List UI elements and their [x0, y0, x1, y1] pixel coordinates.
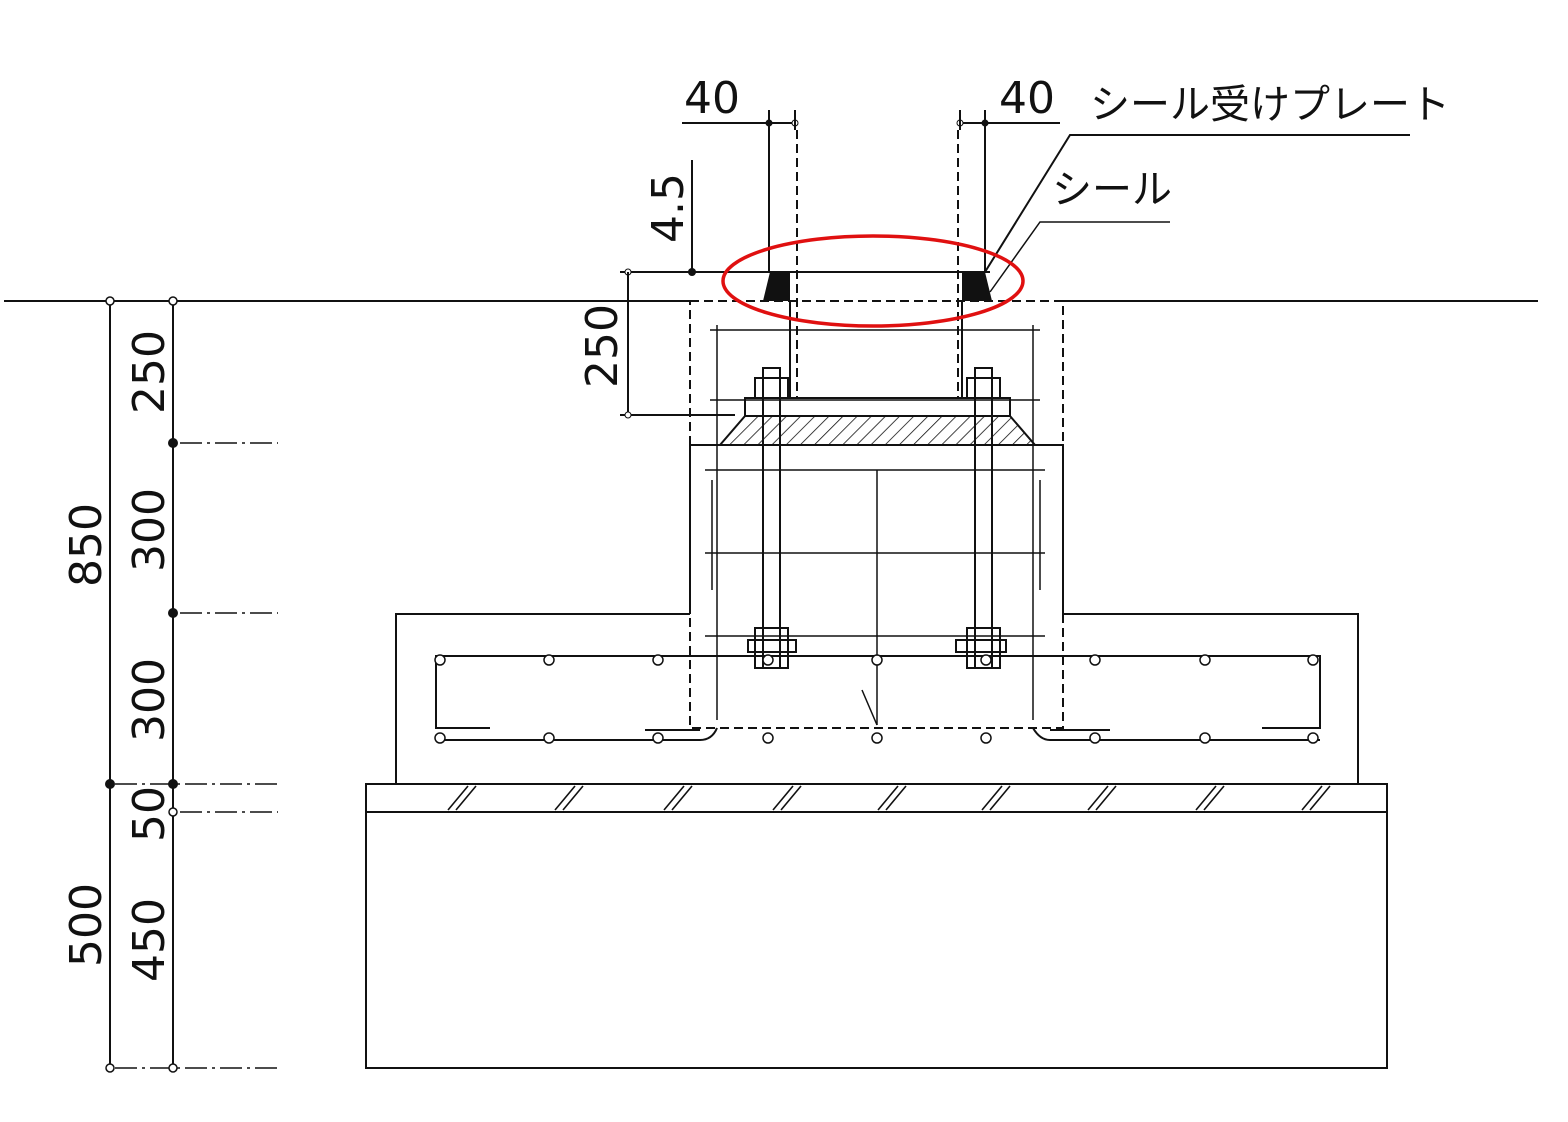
- footing-rebar: [434, 654, 1321, 744]
- seal-plate: [755, 271, 992, 301]
- dim-top-left: 40: [684, 73, 740, 124]
- subbase-block: [365, 811, 1388, 1069]
- seal-right: [962, 272, 992, 301]
- dim-total-500: 500: [61, 883, 112, 967]
- dim-left-4: 50: [124, 786, 175, 842]
- pedestal-rebar: [705, 325, 1045, 726]
- highlight-ellipse: [721, 234, 1025, 328]
- column-walls: [768, 110, 986, 400]
- seal-dimensions: 4.5 250: [577, 160, 755, 419]
- seal-label: シール: [1052, 167, 1172, 213]
- anchor-bolts: [747, 367, 1007, 669]
- leaders: シール受けプレート シール: [984, 82, 1450, 293]
- left-dimensions: 250 300 300 50 450 850 500: [61, 296, 278, 1073]
- dim-total-850: 850: [61, 503, 112, 587]
- top-dimensions: 40 40: [682, 73, 1060, 127]
- dim-seal-height: 4.5: [643, 173, 694, 243]
- base-plate: [717, 397, 1038, 446]
- dim-left-3: 300: [124, 658, 175, 742]
- seal-plate-label: シール受けプレート: [1090, 82, 1450, 128]
- dim-left-5: 450: [124, 898, 175, 982]
- dim-left-2: 300: [124, 488, 175, 572]
- seal-left: [763, 272, 790, 301]
- leveling-layer: [365, 783, 1388, 813]
- dim-anchor-depth: 250: [577, 304, 628, 388]
- grout: [717, 415, 1038, 446]
- dim-top-right: 40: [999, 73, 1055, 124]
- dim-left-1: 250: [124, 330, 175, 414]
